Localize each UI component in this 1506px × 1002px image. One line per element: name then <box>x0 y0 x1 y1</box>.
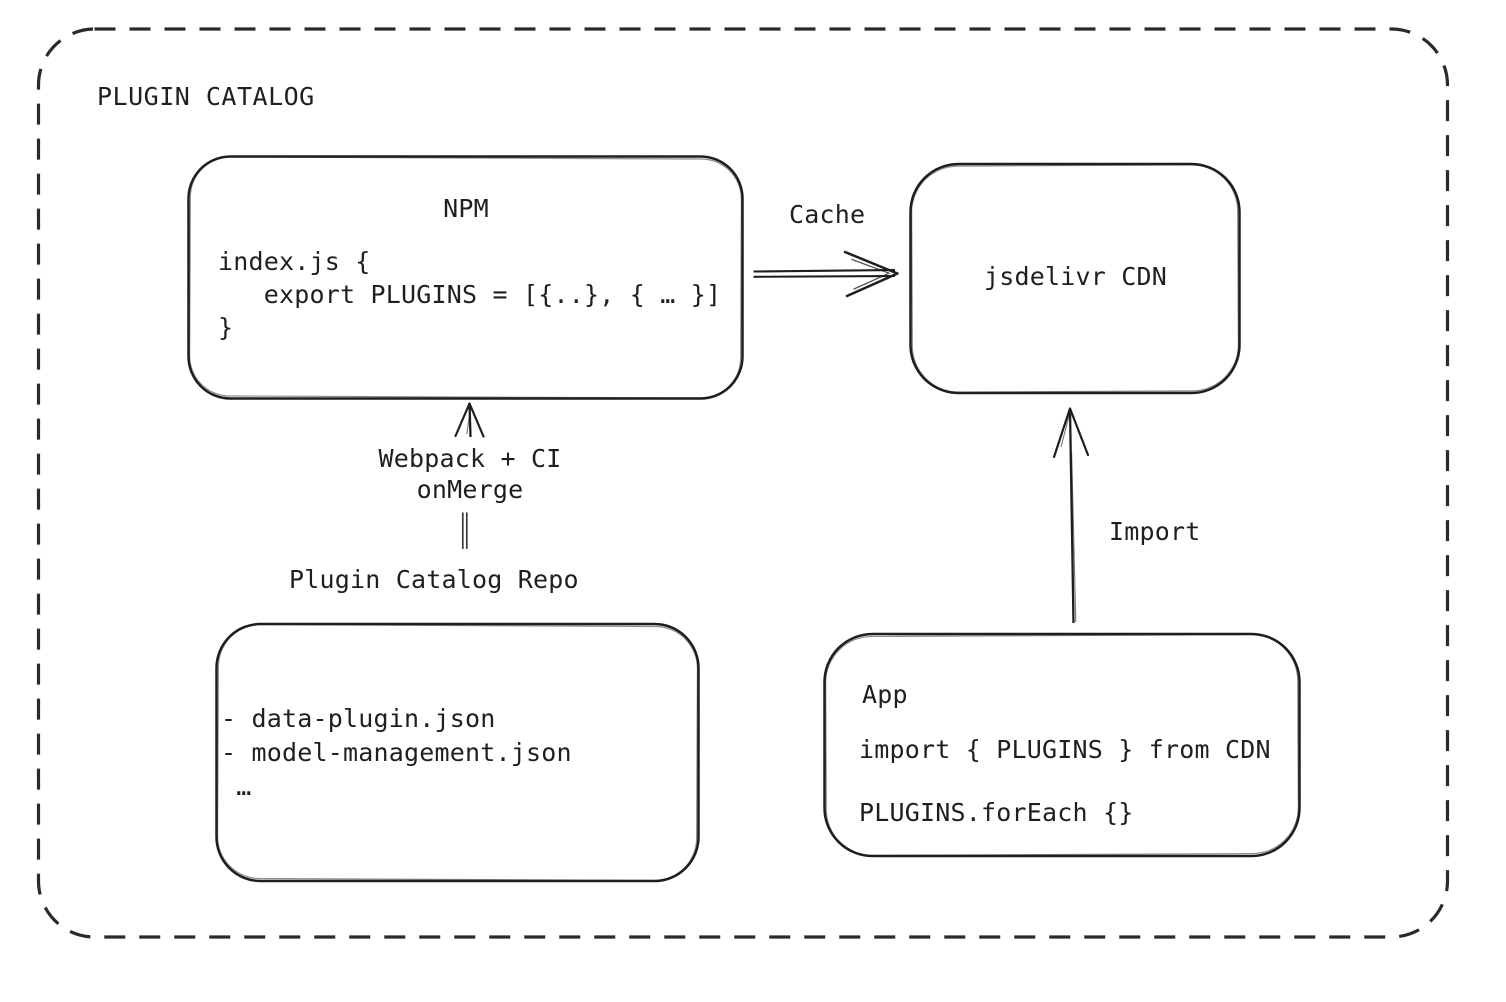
cache-arrow <box>753 250 899 298</box>
npm-node-code: index.js { export PLUGINS = [{..}, { … }… <box>218 247 722 342</box>
build-arrow <box>454 402 485 549</box>
npm-node-title: NPM <box>443 194 489 223</box>
cdn-node-box <box>909 162 1241 395</box>
app-node-title: App <box>862 680 908 709</box>
cdn-node-label: jsdelivr CDN <box>983 262 1167 291</box>
app-node-box <box>823 632 1301 858</box>
repo-node-box <box>215 622 700 883</box>
app-node-import-line: import { PLUGINS } from CDN <box>859 735 1271 764</box>
app-node-foreach-line: PLUGINS.forEach {} <box>859 798 1134 827</box>
diagram-title: PLUGIN CATALOG <box>97 82 315 111</box>
cache-edge-label: Cache <box>789 200 866 229</box>
build-edge-label: Webpack + CI onMerge <box>378 444 562 504</box>
repo-node-files: - data-plugin.json - model-management.js… <box>221 704 572 801</box>
import-edge-label: Import <box>1109 517 1201 546</box>
import-arrow <box>1052 407 1090 624</box>
npm-node-box <box>187 155 744 400</box>
repo-node-title: Plugin Catalog Repo <box>289 565 579 594</box>
plugin-catalog-boundary <box>36 27 1450 939</box>
